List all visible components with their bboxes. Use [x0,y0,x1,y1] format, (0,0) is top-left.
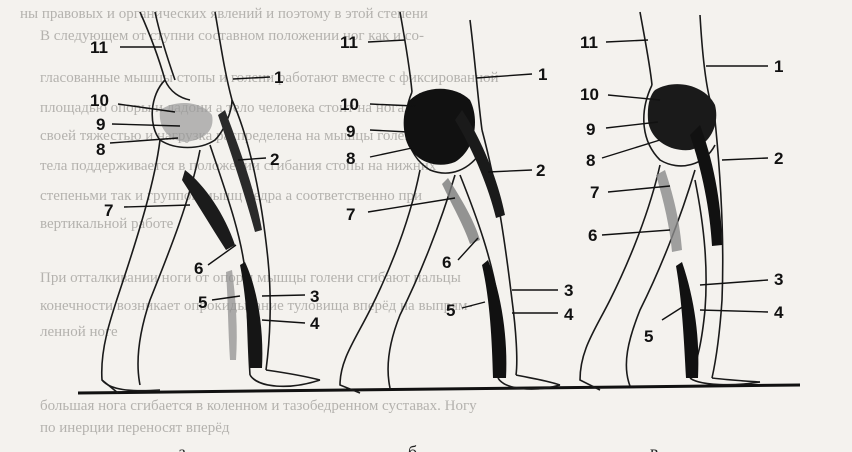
label-2: 2 [774,149,783,168]
label-5: 5 [644,327,653,346]
label-4: 4 [774,303,784,322]
muscles-figure-b [404,89,507,378]
label-4: 4 [564,305,574,324]
label-10: 10 [340,95,359,114]
quad-muscle-a [218,110,262,232]
panel-mark-b: б [408,442,417,452]
label-6: 6 [588,226,597,245]
label-9: 9 [346,122,355,141]
gluteal-a [160,103,213,142]
label-8: 8 [96,140,105,159]
label-10: 10 [90,91,109,110]
label-2: 2 [270,150,279,169]
calf-muscle-a [240,262,262,368]
calf-muscle-c [676,262,698,378]
label-3: 3 [564,281,573,300]
label-5: 5 [198,293,207,312]
label-10: 10 [580,85,599,104]
panel-marks: а б в [178,442,659,452]
label-6: 6 [194,259,203,278]
label-7: 7 [590,183,599,202]
label-1: 1 [774,57,783,76]
label-3: 3 [310,287,319,306]
thigh-muscle-a [182,170,235,250]
labels-figure-a: 11 1 10 9 8 2 7 6 5 3 4 [90,38,320,333]
label-2: 2 [536,161,545,180]
label-1: 1 [274,68,283,87]
label-6: 6 [442,253,451,272]
label-8: 8 [346,149,355,168]
label-4: 4 [310,314,320,333]
leader-lines [110,40,768,323]
thigh-front-c [656,170,682,252]
leg-figure-b [340,12,560,393]
label-5: 5 [446,301,455,320]
panel-mark-a: а [178,442,186,452]
label-11: 11 [580,33,598,52]
label-3: 3 [774,270,783,289]
panel-mark-c: в [650,442,659,452]
label-9: 9 [96,115,105,134]
ground-line [78,385,800,393]
label-9: 9 [586,120,595,139]
label-8: 8 [586,151,595,170]
labels-figure-b: 11 1 10 9 8 2 7 6 5 3 4 [340,33,574,324]
label-7: 7 [104,201,113,220]
shin-muscle-a [226,270,237,360]
label-7: 7 [346,205,355,224]
label-11: 11 [90,38,108,57]
label-1: 1 [538,65,547,84]
label-11: 11 [340,33,358,52]
